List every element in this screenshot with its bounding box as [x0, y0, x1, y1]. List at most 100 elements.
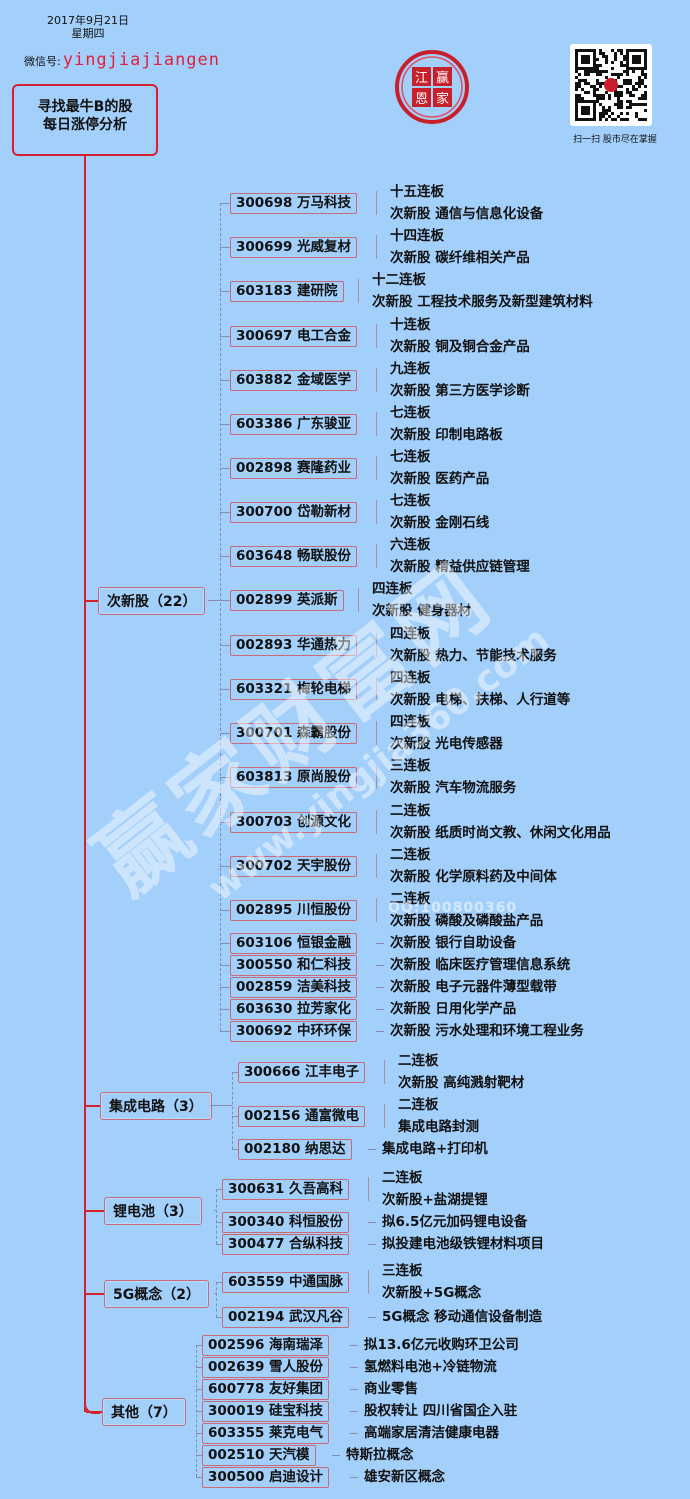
- stock-description: 次新股 碳纤维相关产品: [390, 250, 530, 266]
- stock-node[interactable]: 603882 金域医学: [230, 370, 358, 391]
- note-bracket: [376, 500, 380, 524]
- note-connector: [368, 1149, 376, 1150]
- stock-node[interactable]: 002639 雪人股份: [202, 1357, 330, 1378]
- stock-node[interactable]: 603630 拉芳家化: [230, 999, 358, 1020]
- stock-node[interactable]: 300019 硅宝科技: [202, 1401, 330, 1422]
- stock-node[interactable]: 002156 通富微电: [238, 1106, 366, 1127]
- wechat-line: 微信号: yingjiajiangen: [24, 50, 220, 70]
- stock-node[interactable]: 300700 岱勒新材: [230, 502, 358, 523]
- category-to-stock-connector: [214, 1293, 216, 1294]
- stock-connector: [220, 556, 230, 557]
- stock-node[interactable]: 300703 创源文化: [230, 812, 358, 833]
- stock-description: 高端家居清洁健康电器: [364, 1425, 499, 1441]
- limit-up-streak: 十二连板: [372, 272, 426, 288]
- stock-connector: [220, 1009, 230, 1010]
- stock-connector: [216, 1222, 222, 1223]
- weekday-text: 星期四: [71, 27, 105, 40]
- stock-node[interactable]: 300631 久吾高科: [222, 1179, 350, 1200]
- stock-node[interactable]: 300699 光威复材: [230, 237, 358, 258]
- stock-description: 次新股 日用化学产品: [390, 1001, 517, 1017]
- wechat-label: 微信号:: [24, 55, 61, 68]
- date-text: 2017年9月21日: [47, 14, 129, 27]
- stock-node[interactable]: 603813 原尚股份: [230, 767, 358, 788]
- stock-connector: [220, 822, 230, 823]
- stock-node[interactable]: 603648 畅联股份: [230, 546, 358, 567]
- category-node[interactable]: 锂电池（3）: [104, 1197, 202, 1225]
- stock-description: 次新股 化学原料药及中间体: [390, 869, 557, 885]
- stock-node[interactable]: 002510 天汽模: [202, 1445, 316, 1466]
- note-connector: [350, 1345, 358, 1346]
- svg-text:江: 江: [415, 71, 428, 86]
- stock-description: 次新股 高纯溅射靶材: [398, 1075, 525, 1091]
- stock-connector-vertical: [216, 1189, 217, 1244]
- stock-node[interactable]: 002895 川恒股份: [230, 900, 358, 921]
- stock-node[interactable]: 603106 恒银金融: [230, 933, 358, 954]
- limit-up-streak: 四连板: [390, 714, 431, 730]
- stock-connector: [196, 1389, 202, 1390]
- stock-connector-vertical: [216, 1282, 217, 1317]
- note-bracket: [376, 854, 380, 878]
- stock-description: 次新股 印制电路板: [390, 427, 503, 443]
- stock-connector: [220, 777, 230, 778]
- note-bracket: [376, 677, 380, 701]
- stock-node[interactable]: 603321 梅轮电梯: [230, 679, 358, 700]
- stock-node[interactable]: 002859 洁美科技: [230, 977, 358, 998]
- limit-up-streak: 二连板: [398, 1097, 439, 1113]
- category-node[interactable]: 其他（7）: [102, 1398, 186, 1426]
- category-node[interactable]: 次新股（22）: [98, 587, 206, 615]
- stock-node[interactable]: 603386 广东骏亚: [230, 414, 358, 435]
- wechat-id: yingjiajiangen: [62, 50, 221, 70]
- stock-description: 股权转让 四川省国企入驻: [364, 1403, 518, 1419]
- stock-node[interactable]: 300697 电工合金: [230, 326, 358, 347]
- stock-node[interactable]: 002898 赛隆药业: [230, 458, 358, 479]
- category-to-stock-connector: [214, 1210, 216, 1211]
- stock-description: 集成电路封测: [398, 1119, 479, 1135]
- stock-connector: [220, 866, 230, 867]
- limit-up-streak: 二连板: [382, 1170, 423, 1186]
- stock-node[interactable]: 002180 纳思达: [238, 1139, 352, 1160]
- stock-description: 次新股 电梯、扶梯、人行道等: [390, 692, 571, 708]
- stock-node[interactable]: 300666 江丰电子: [238, 1062, 366, 1083]
- stock-connector-vertical: [232, 1072, 233, 1149]
- stock-connector: [220, 645, 230, 646]
- root-title-line1: 寻找最牛B的股: [37, 99, 133, 115]
- stock-connector: [216, 1317, 222, 1318]
- stock-description: 次新股 健身器材: [372, 603, 472, 619]
- stock-description: 次新股 医药产品: [390, 471, 490, 487]
- stock-description: 次新股 铜及铜合金产品: [390, 339, 530, 355]
- note-bracket: [376, 898, 380, 922]
- stock-description: 商业零售: [364, 1381, 418, 1397]
- stock-node[interactable]: 300500 启迪设计: [202, 1467, 330, 1488]
- stock-node[interactable]: 002899 英派斯: [230, 590, 344, 611]
- stock-node[interactable]: 300701 森霸股份: [230, 723, 358, 744]
- stock-node[interactable]: 300702 天宇股份: [230, 856, 358, 877]
- category-node[interactable]: 5G概念（2）: [104, 1280, 209, 1308]
- limit-up-streak: 七连板: [390, 405, 431, 421]
- stock-connector: [220, 336, 230, 337]
- limit-up-streak: 二连板: [390, 803, 431, 819]
- stock-node[interactable]: 300692 中环环保: [230, 1021, 358, 1042]
- stock-node[interactable]: 603559 中通国脉: [222, 1272, 350, 1293]
- stock-node[interactable]: 300698 万马科技: [230, 193, 358, 214]
- stock-node[interactable]: 300550 和仁科技: [230, 955, 358, 976]
- note-bracket: [376, 412, 380, 436]
- stock-node[interactable]: 603355 莱克电气: [202, 1423, 330, 1444]
- stock-node[interactable]: 002194 武汉凡谷: [222, 1307, 350, 1328]
- qr-caption: 扫一扫 股市尽在掌握: [573, 135, 657, 145]
- stock-node[interactable]: 002893 华通热力: [230, 635, 358, 656]
- category-connector: [86, 1210, 104, 1212]
- stock-connector: [232, 1116, 238, 1117]
- category-to-stock-connector: [210, 1105, 232, 1106]
- stock-node[interactable]: 300340 科恒股份: [222, 1212, 350, 1233]
- note-bracket: [376, 810, 380, 834]
- stock-description: 次新股 纸质时尚文教、休闲文化用品: [390, 825, 611, 841]
- stock-node[interactable]: 002596 海南瑞泽: [202, 1335, 330, 1356]
- category-node[interactable]: 集成电路（3）: [100, 1092, 212, 1120]
- stock-connector: [232, 1149, 238, 1150]
- stock-node[interactable]: 603183 建研院: [230, 281, 344, 302]
- stock-description: 集成电路+打印机: [382, 1141, 488, 1157]
- note-bracket: [358, 279, 362, 303]
- note-connector: [350, 1477, 358, 1478]
- stock-node[interactable]: 300477 合纵科技: [222, 1234, 350, 1255]
- stock-node[interactable]: 600778 友好集团: [202, 1379, 330, 1400]
